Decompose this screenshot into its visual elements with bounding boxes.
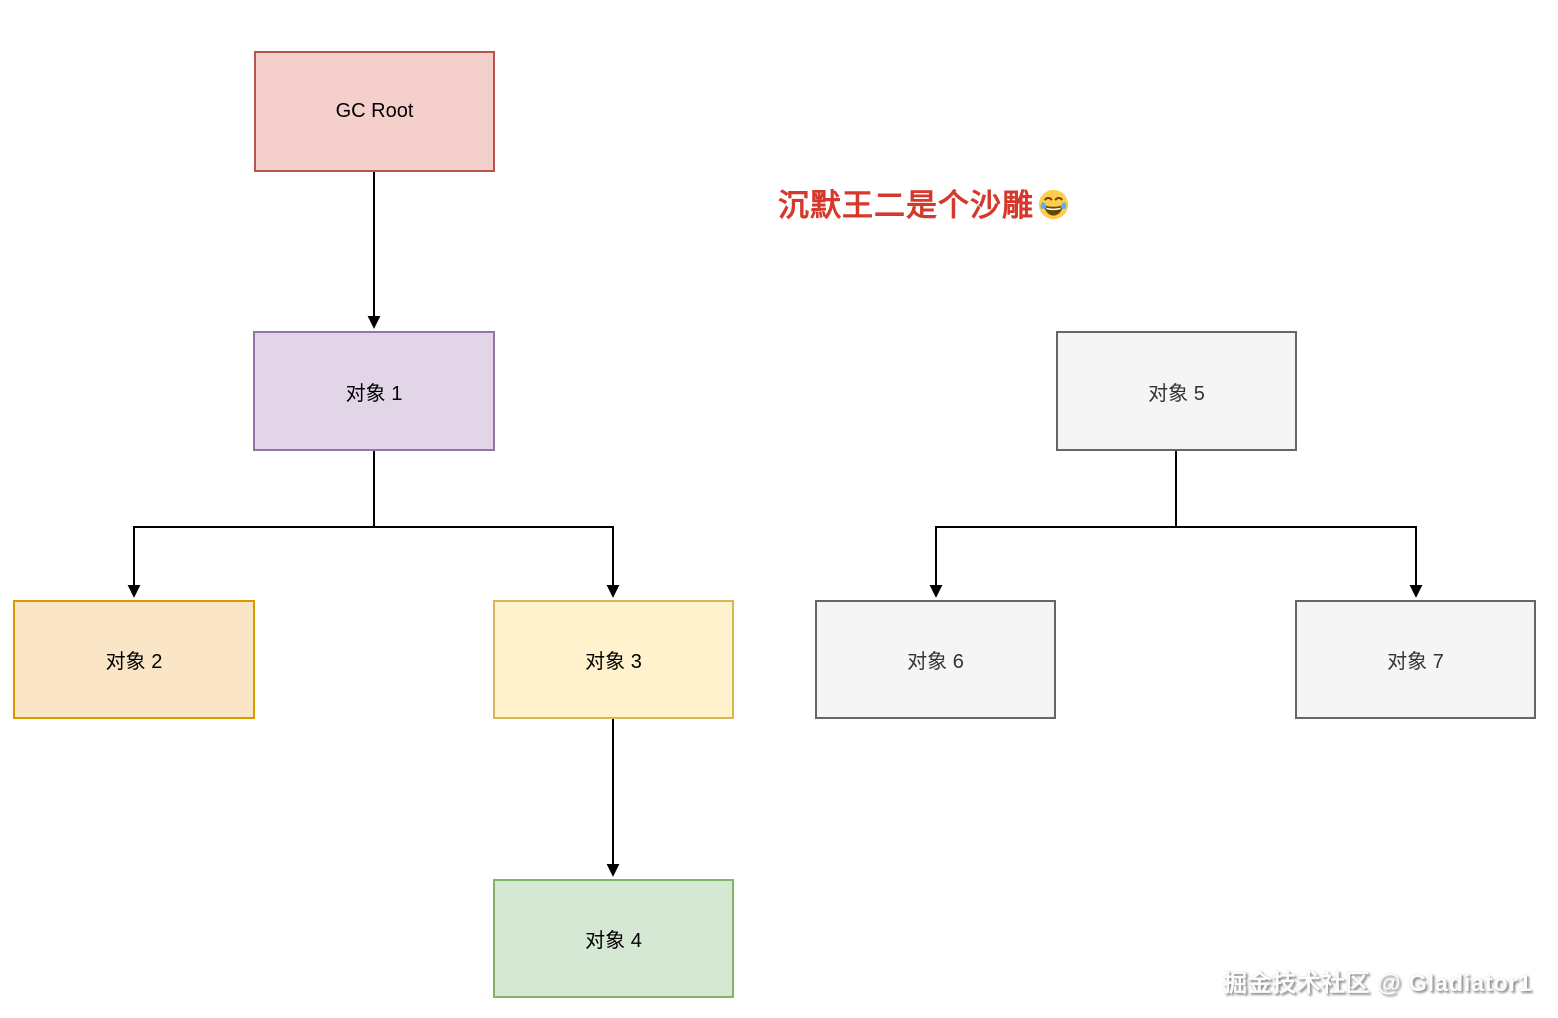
node-gc-root-label: GC Root — [335, 100, 414, 122]
node-object-4: 对象 4 — [493, 879, 734, 998]
edge-obj5-obj6 — [929, 451, 1177, 598]
node-object-5-label: 对象 5 — [1148, 382, 1205, 405]
node-object-3: 对象 3 — [493, 600, 734, 719]
node-object-5: 对象 5 — [1056, 331, 1297, 451]
node-object-2-label: 对象 2 — [105, 651, 163, 673]
node-object-7: 对象 7 — [1295, 600, 1536, 719]
annotation-text: 沉默王二是个沙雕 — [778, 188, 1034, 223]
annotation: 沉默王二是个沙雕 — [778, 180, 1070, 225]
node-object-6-label: 对象 6 — [907, 651, 964, 673]
edge-obj5-obj7 — [1175, 451, 1423, 598]
node-object-1-label: 对象 1 — [345, 382, 403, 405]
node-object-3-label: 对象 3 — [585, 651, 642, 673]
node-object-2: 对象 2 — [13, 600, 255, 719]
node-object-6: 对象 6 — [815, 600, 1056, 719]
watermark: 掘金技术社区 @ Gladiator1 — [1223, 970, 1532, 997]
edge-obj1-obj2 — [127, 451, 375, 598]
edge-obj1-obj3 — [373, 451, 620, 598]
node-gc-root: GC Root — [254, 51, 495, 172]
node-object-4-label: 对象 4 — [585, 930, 642, 952]
joy-emoji-icon — [1038, 189, 1069, 220]
node-object-7-label: 对象 7 — [1387, 651, 1444, 673]
node-object-1: 对象 1 — [253, 331, 495, 451]
